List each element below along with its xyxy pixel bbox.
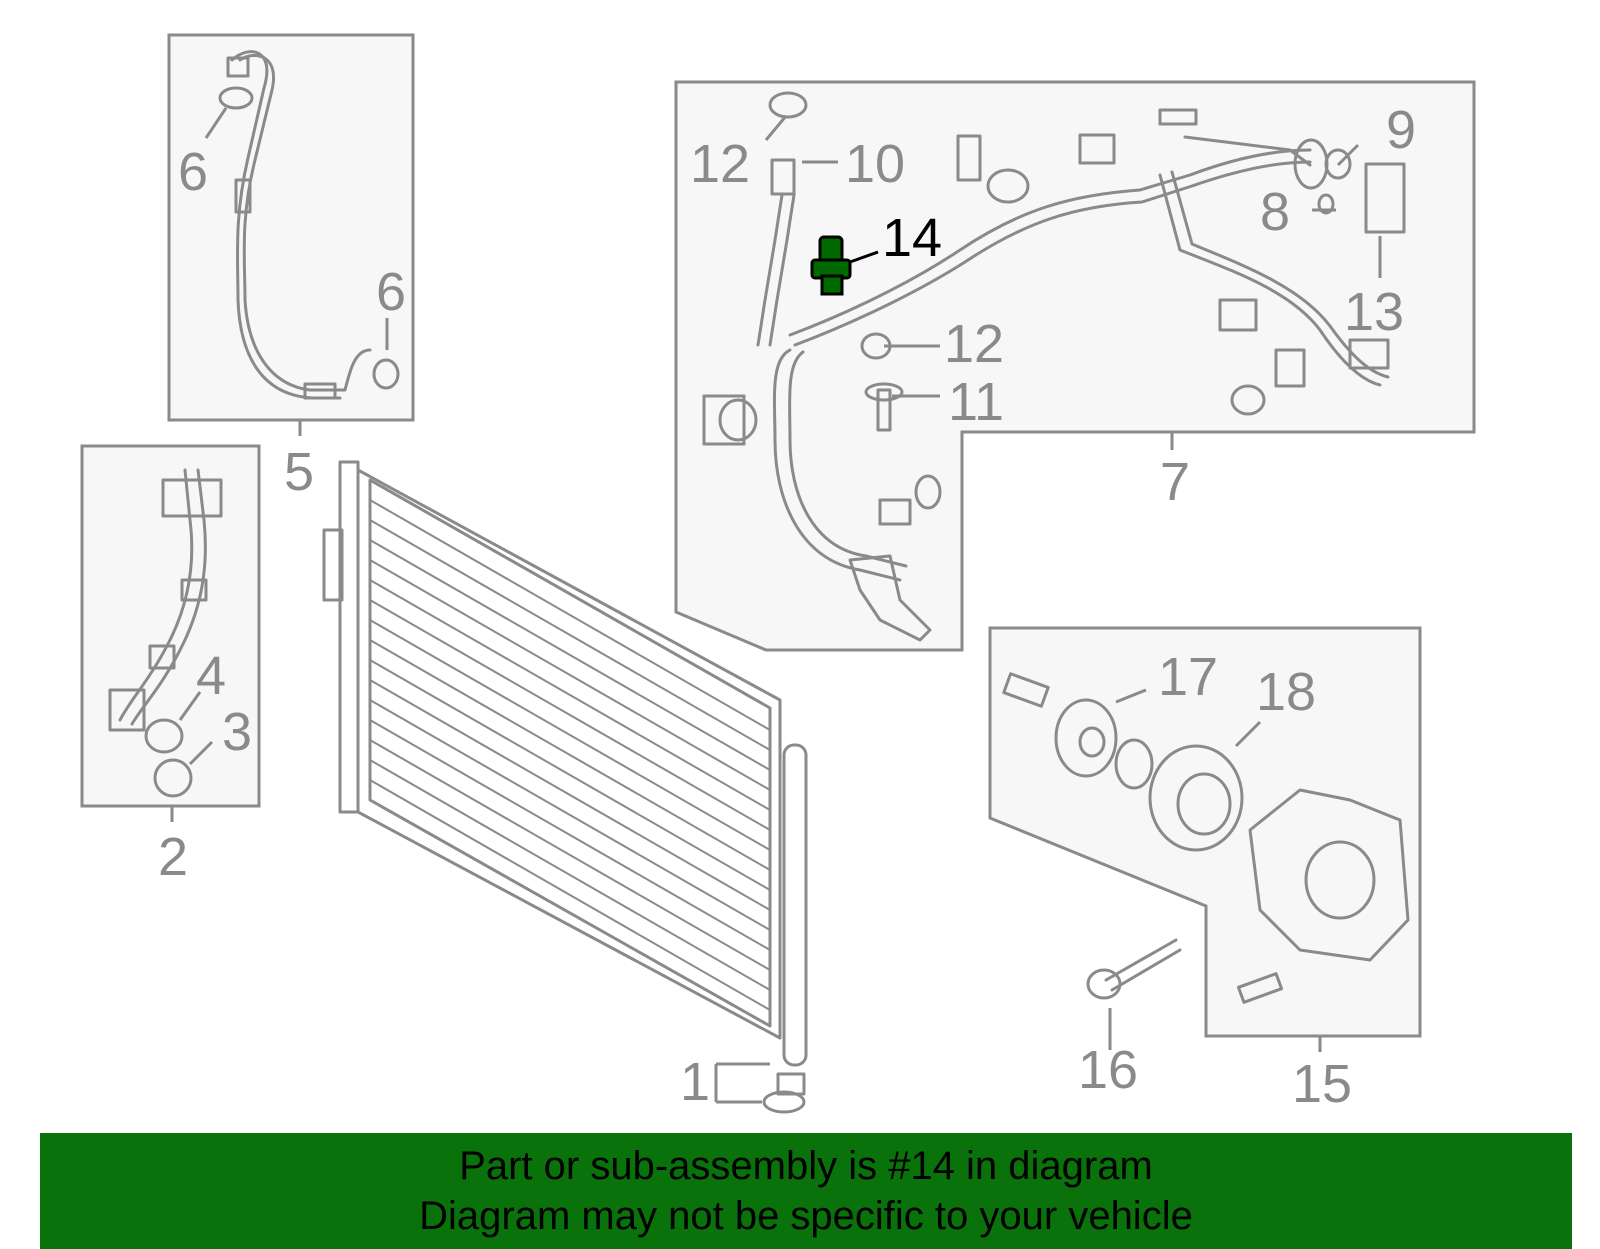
info-banner: Part or sub-assembly is #14 in diagram D… bbox=[40, 1133, 1572, 1249]
label-part-6a: 6 bbox=[178, 142, 208, 202]
label-part-2: 2 bbox=[158, 827, 188, 887]
label-part-14: 14 bbox=[882, 208, 942, 268]
label-part-7: 7 bbox=[1160, 452, 1190, 512]
assembly-box-7 bbox=[674, 80, 1476, 652]
label-part-6b: 6 bbox=[376, 262, 406, 322]
label-part-11: 11 bbox=[948, 372, 1004, 432]
label-part-9: 9 bbox=[1386, 100, 1416, 160]
part-14-pressure-switch[interactable] bbox=[810, 235, 852, 296]
label-part-15: 15 bbox=[1292, 1054, 1352, 1114]
label-part-3: 3 bbox=[222, 702, 252, 762]
label-part-16: 16 bbox=[1078, 1040, 1138, 1100]
label-part-13: 13 bbox=[1344, 282, 1404, 342]
label-part-12a: 12 bbox=[690, 134, 750, 194]
part-16-bolt bbox=[1086, 938, 1182, 1050]
banner-line-2: Diagram may not be specific to your vehi… bbox=[419, 1194, 1193, 1238]
label-part-8: 8 bbox=[1260, 182, 1290, 242]
assembly-box-2 bbox=[80, 444, 261, 808]
label-part-18: 18 bbox=[1256, 662, 1316, 722]
label-part-12b: 12 bbox=[944, 314, 1004, 374]
condenser bbox=[322, 460, 808, 1114]
callout-labels: 1 2 3 4 5 6 6 7 8 9 10 11 12 12 13 14 15… bbox=[158, 100, 1416, 1114]
assembly-box-15 bbox=[988, 626, 1422, 1038]
label-part-5: 5 bbox=[284, 442, 314, 502]
label-part-10: 10 bbox=[845, 134, 905, 194]
assembly-box-5 bbox=[167, 33, 415, 422]
label-part-4: 4 bbox=[196, 646, 226, 706]
banner-line-1: Part or sub-assembly is #14 in diagram bbox=[459, 1144, 1153, 1188]
label-part-1: 1 bbox=[680, 1052, 710, 1112]
label-part-17: 17 bbox=[1158, 647, 1218, 707]
